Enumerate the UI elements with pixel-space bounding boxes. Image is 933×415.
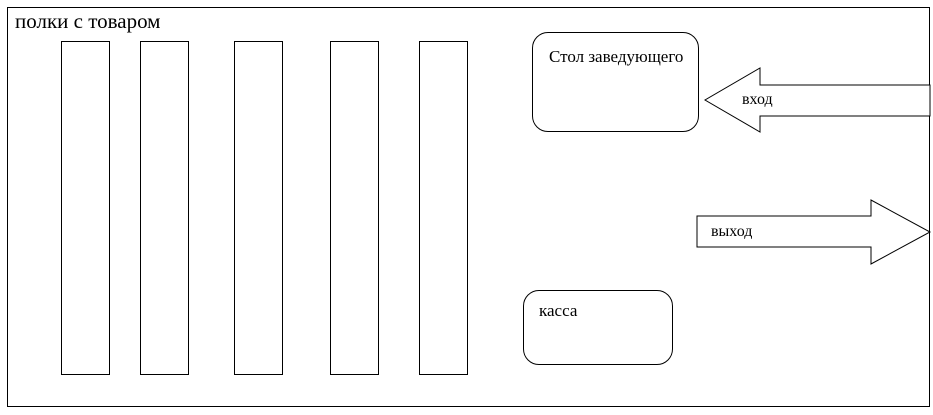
shelf-2 — [140, 41, 189, 375]
shelf-1 — [61, 41, 110, 375]
exit-label: выход — [711, 223, 753, 240]
shelf-5 — [419, 41, 468, 375]
shelf-4 — [330, 41, 379, 375]
shelves-label: полки с товаром — [15, 9, 161, 33]
cashier-desk: касса — [523, 290, 673, 365]
manager-desk: Стол заведующего — [532, 32, 699, 132]
shelf-3 — [234, 41, 283, 375]
exit-arrow — [696, 199, 932, 265]
manager-desk-label: Стол заведующего — [549, 47, 684, 66]
cashier-label: касса — [539, 301, 578, 320]
entrance-label: вход — [742, 91, 773, 108]
entrance-arrow — [704, 67, 931, 133]
